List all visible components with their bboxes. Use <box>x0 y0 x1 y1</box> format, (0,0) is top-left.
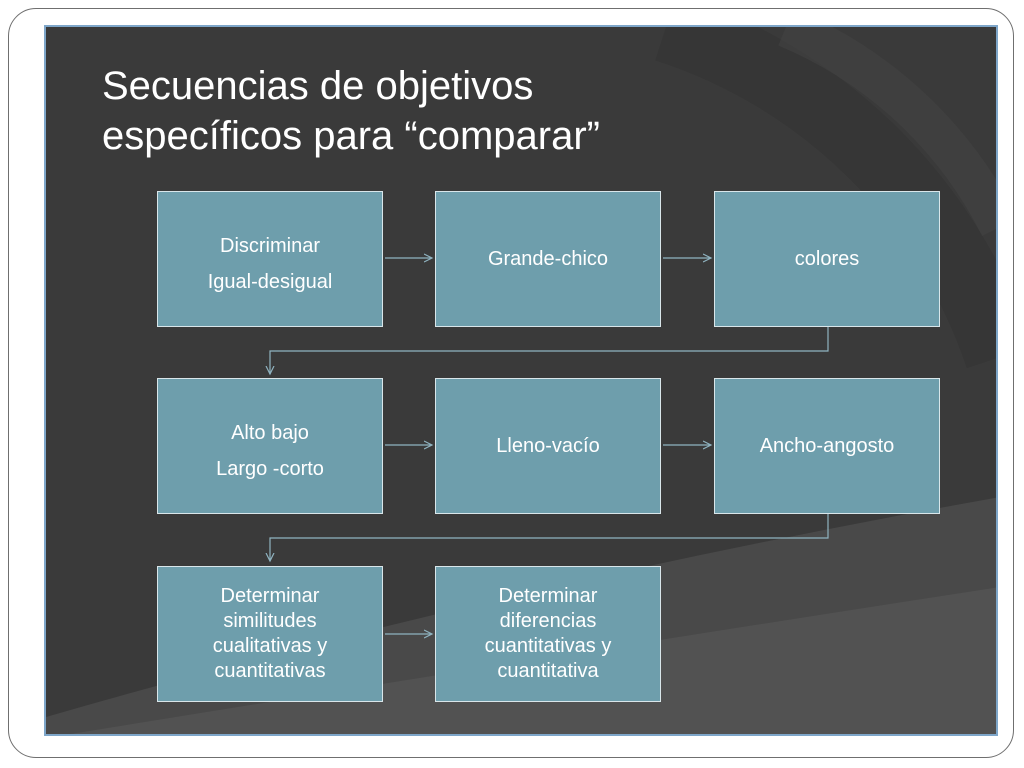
box-line: Discriminar <box>220 235 320 257</box>
title-line-2: específicos para “comparar” <box>102 114 600 158</box>
box-line: Alto bajo <box>231 422 309 444</box>
box-ancho-angosto: Ancho-angosto <box>714 378 940 514</box>
box-line: Determinar <box>498 585 598 607</box>
box-grande-chico: Grande-chico <box>435 191 661 327</box>
box-discriminar: Discriminar Igual-desigual <box>157 191 383 327</box>
box-line: cualitativas y <box>212 635 328 657</box>
box-line: Grande-chico <box>487 248 609 270</box>
box-line: Igual-desigual <box>207 271 333 293</box>
box-line: Lleno-vacío <box>496 435 600 457</box>
box-alto-bajo: Alto bajo Largo -corto <box>157 378 383 514</box>
title-line-1: Secuencias de objetivos <box>102 64 534 108</box>
box-determinar-diferencias: Determinar diferencias cuantitativas y c… <box>435 566 661 702</box>
box-line: cuantitativas <box>214 660 326 682</box>
box-lleno-vacio: Lleno-vacío <box>435 378 661 514</box>
box-determinar-similitudes: Determinar similitudes cualitativas y cu… <box>157 566 383 702</box>
slide: Secuencias de objetivos específicos para… <box>44 25 998 736</box>
box-colores: colores <box>714 191 940 327</box>
box-line: Ancho-angosto <box>759 435 895 457</box>
box-line: Determinar <box>220 585 320 607</box>
box-line: cuantitativa <box>497 660 599 682</box>
box-line: colores <box>794 248 860 270</box>
box-line: Largo -corto <box>216 458 324 480</box>
box-line: similitudes <box>223 610 317 632</box>
box-line: diferencias <box>499 610 597 632</box>
slide-title: Secuencias de objetivos específicos para… <box>102 61 902 161</box>
box-line: cuantitativas y <box>484 635 612 657</box>
